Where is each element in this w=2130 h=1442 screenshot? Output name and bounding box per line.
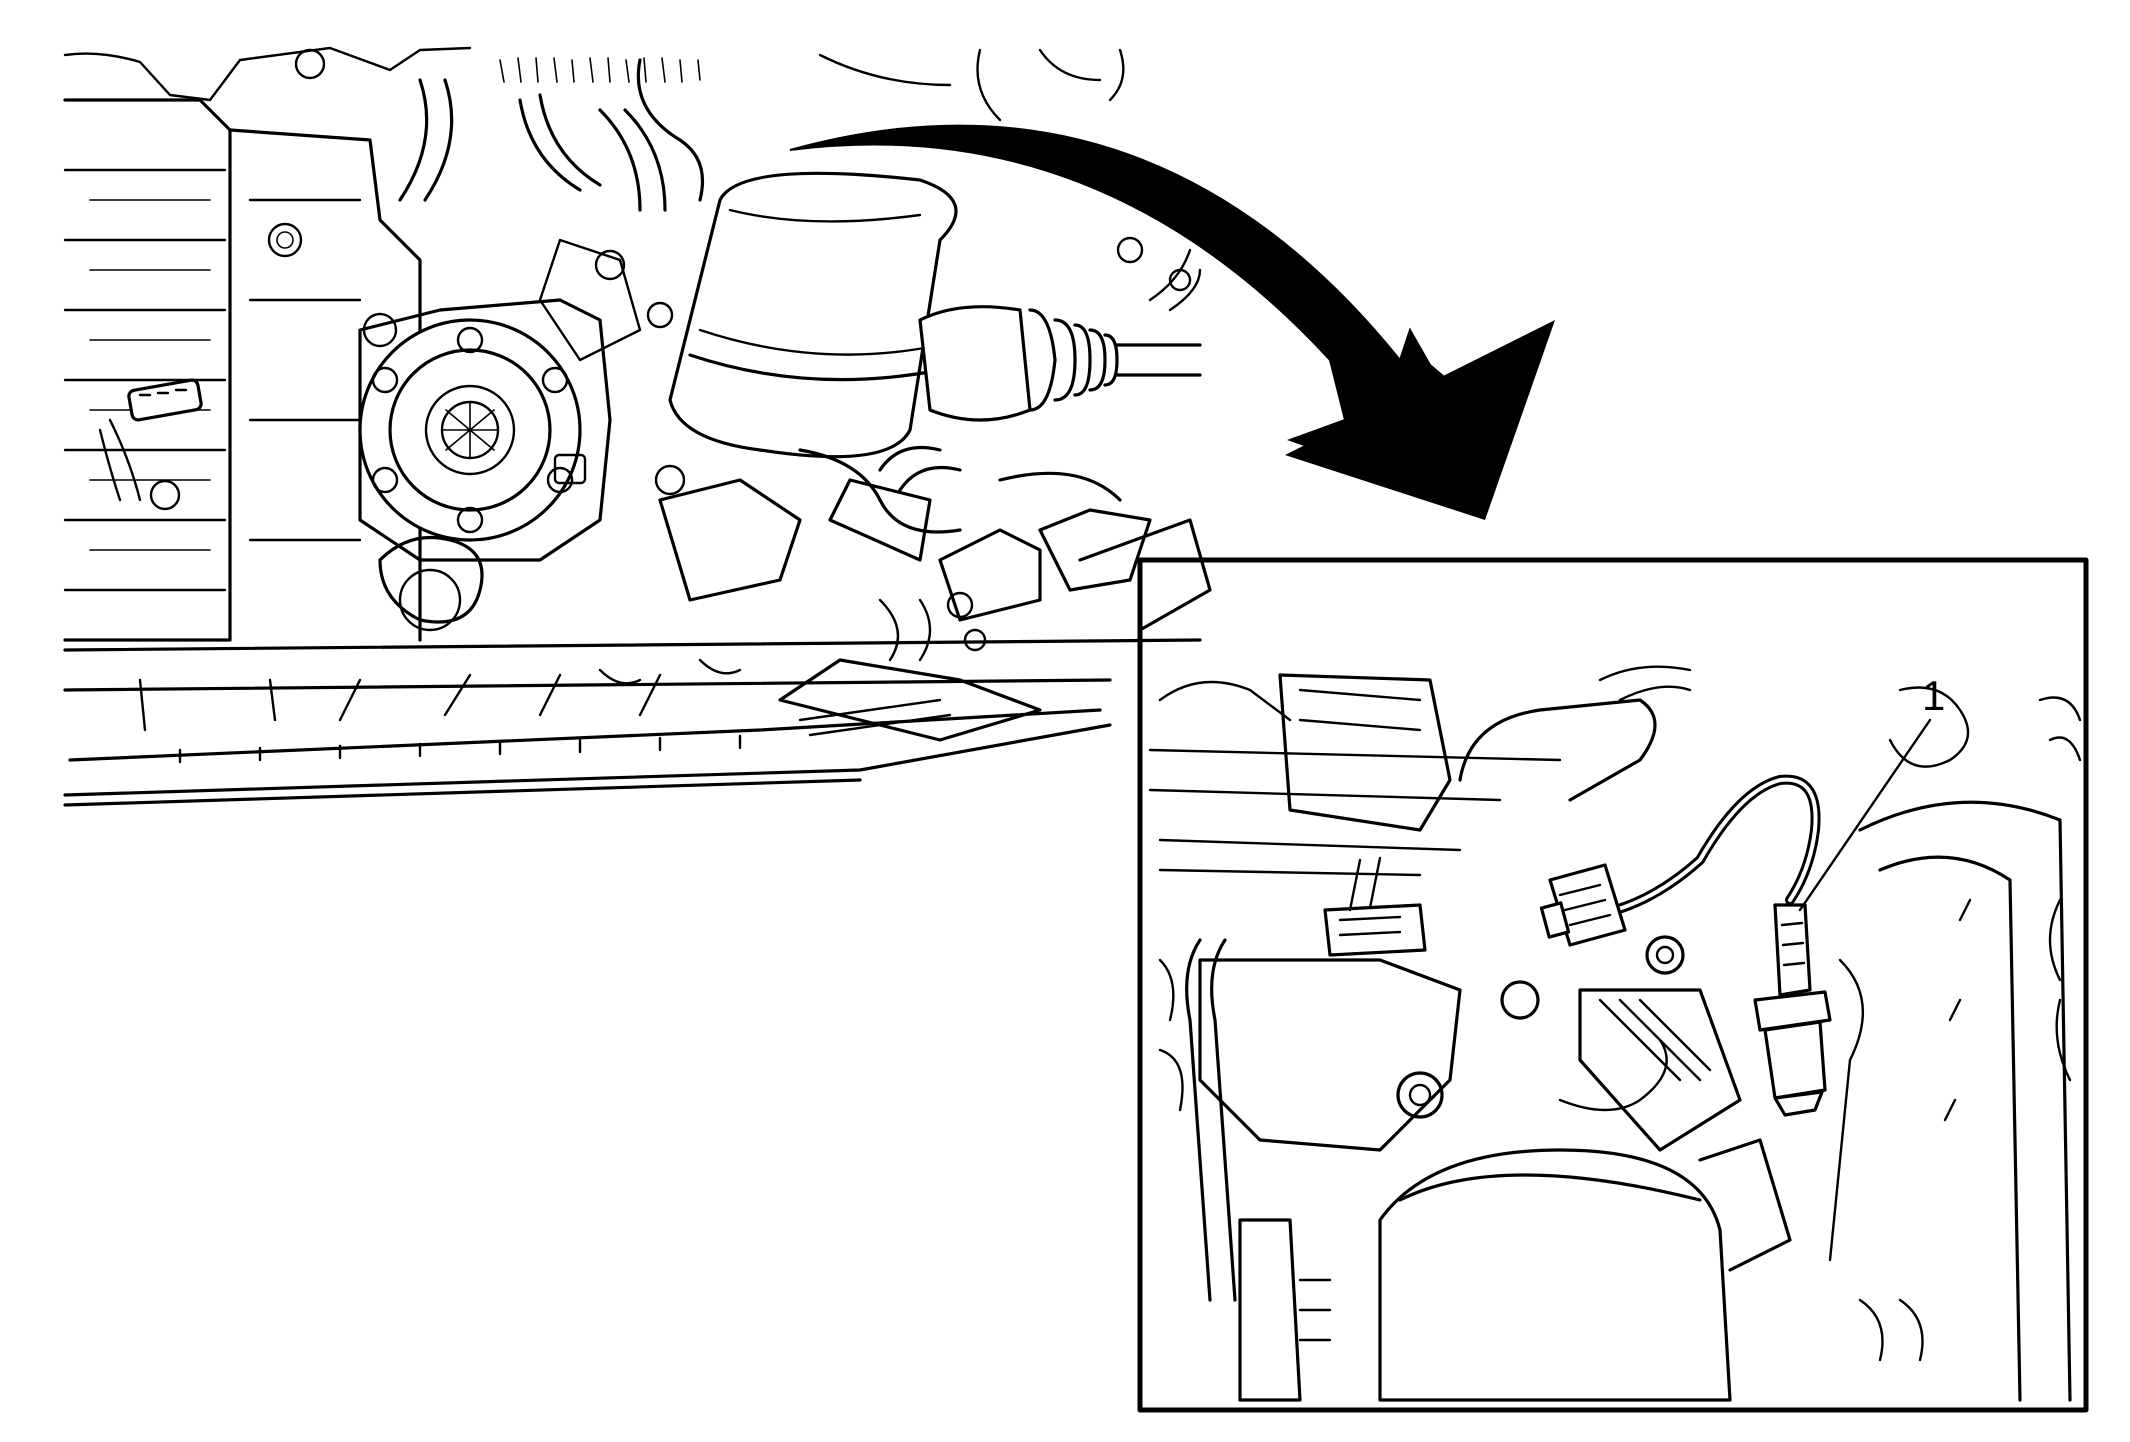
detail-inset: 1 (1137, 557, 2089, 1413)
overview-drivetrain-drawing (63, 46, 1212, 807)
detail-inset-drawing: 1 (1148, 665, 2082, 1402)
direction-arrow-icon (789, 124, 1555, 520)
callout-label-1: 1 (1922, 672, 1945, 719)
